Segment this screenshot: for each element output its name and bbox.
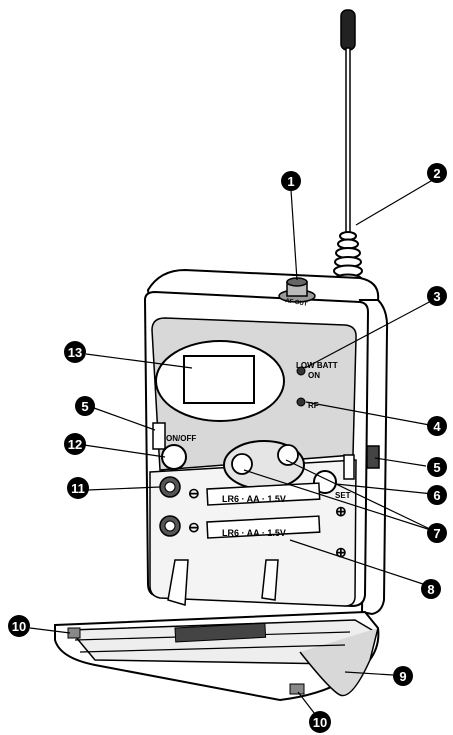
af-out-label: AF OUT (285, 298, 308, 308)
callout-9: 9 (393, 666, 413, 686)
antenna (332, 9, 364, 305)
indicators: LOW BATT ON RF (296, 361, 338, 410)
svg-text:6: 6 (433, 488, 440, 503)
callout-1: 1 (281, 171, 301, 191)
callout-8: 8 (421, 579, 441, 599)
callout-7: 7 (427, 523, 447, 543)
svg-text:5: 5 (433, 460, 440, 475)
svg-text:8: 8 (427, 582, 434, 597)
svg-text:12: 12 (68, 437, 82, 452)
callout-10-left: 10 (8, 615, 30, 637)
battery-2-label: LR6 · AA · 1.5V (222, 528, 286, 538)
callouts: 1 2 3 4 5 5 6 7 (8, 163, 447, 733)
svg-text:11: 11 (71, 481, 85, 496)
leader-lines (29, 177, 437, 719)
on-off-label: ON/OFF (166, 434, 196, 443)
svg-text:10: 10 (12, 619, 26, 634)
set-label: SET (335, 491, 351, 500)
svg-text:10: 10 (313, 715, 327, 730)
minus-2: ⊖ (188, 519, 200, 535)
svg-text:3: 3 (433, 289, 440, 304)
plus-2: ⊕ (335, 544, 347, 560)
low-batt-label: LOW BATT (296, 361, 338, 370)
svg-text:2: 2 (433, 166, 440, 181)
af-out-jack: AF OUT (278, 277, 316, 308)
minus-1: ⊖ (188, 485, 200, 501)
batteries: LR6 · AA · 1.5V ⊖ ⊕ LR6 · AA · 1.5V ⊖ ⊕ (159, 476, 347, 560)
svg-text:1: 1 (287, 174, 294, 189)
svg-text:5: 5 (81, 399, 88, 414)
latch-bottom (289, 683, 305, 695)
callout-6: 6 (427, 485, 447, 505)
callout-5-right: 5 (427, 457, 447, 477)
svg-text:9: 9 (399, 669, 406, 684)
svg-text:4: 4 (433, 419, 441, 434)
on-label: ON (308, 371, 320, 380)
plus-1: ⊕ (335, 503, 347, 519)
on-off-button[interactable] (161, 444, 187, 470)
callout-10-bottom: 10 (309, 711, 331, 733)
up-button[interactable] (277, 444, 299, 466)
callout-5-left: 5 (75, 396, 95, 416)
on-off-slider[interactable] (152, 422, 166, 450)
callout-3: 3 (427, 286, 447, 306)
down-button[interactable] (231, 453, 253, 475)
svg-text:13: 13 (68, 345, 82, 360)
callout-13: 13 (64, 341, 86, 363)
callout-12: 12 (64, 433, 86, 455)
callout-11: 11 (67, 477, 89, 499)
lcd-display (183, 355, 255, 404)
callout-2: 2 (427, 163, 447, 183)
svg-text:7: 7 (433, 526, 440, 541)
battery-cover[interactable] (54, 559, 380, 702)
side-connector[interactable] (366, 445, 380, 469)
battery-1-label: LR6 · AA · 1.5V (222, 494, 286, 504)
callout-4: 4 (427, 416, 447, 436)
rf-label: RF (308, 401, 319, 410)
